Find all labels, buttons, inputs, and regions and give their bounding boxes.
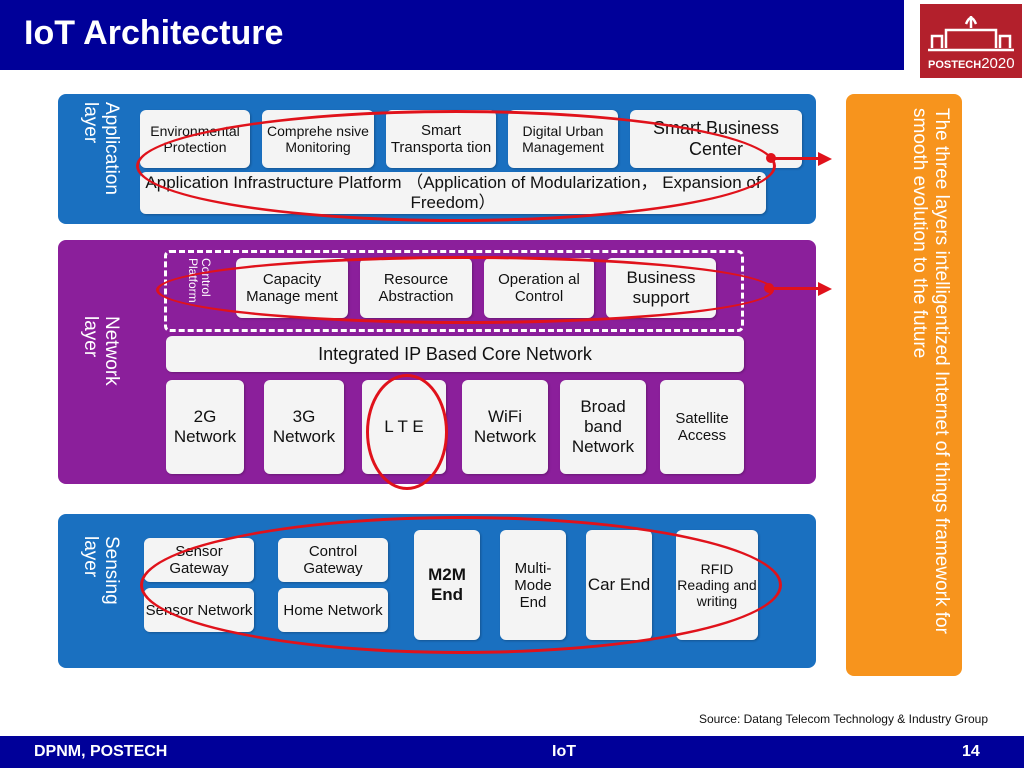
network-arrow-line xyxy=(770,287,818,290)
access-3g: 3G Network xyxy=(264,380,344,474)
access-broadband: Broad band Network xyxy=(560,380,646,474)
app-arrow-head xyxy=(818,152,832,166)
app-arrow-line xyxy=(772,157,818,160)
framework-note: The three layers intelligentized Interne… xyxy=(909,108,952,634)
logo-text: POSTECH xyxy=(928,59,982,71)
page-number: 14 xyxy=(962,743,980,760)
network-arrow-head xyxy=(818,282,832,296)
application-layer-label: Application layer xyxy=(80,102,122,195)
logo-year: 2020 xyxy=(981,55,1015,72)
footer-bar: DPNM, POSTECH IoT 14 xyxy=(0,736,1024,768)
network-layer-label: Network layer xyxy=(80,316,122,386)
postech-logo: POSTECH2020 xyxy=(920,4,1022,78)
building-emblem-icon xyxy=(928,16,1014,52)
access-satellite: Satellite Access xyxy=(660,380,744,474)
access-2g: 2G Network xyxy=(166,380,244,474)
sensing-highlight-oval xyxy=(140,516,782,654)
source-note: Source: Datang Telecom Technology & Indu… xyxy=(698,712,988,726)
footer-center: IoT xyxy=(552,743,576,760)
footer-left: DPNM, POSTECH xyxy=(34,743,168,760)
lte-highlight-oval xyxy=(366,374,448,490)
core-network: Integrated IP Based Core Network xyxy=(166,336,744,372)
sensing-layer-label: Sensing layer xyxy=(80,536,122,605)
control-highlight-oval xyxy=(156,256,774,324)
framework-column: The three layers intelligentized Interne… xyxy=(846,94,962,676)
access-wifi: WiFi Network xyxy=(462,380,548,474)
title-bar: IoT Architecture xyxy=(0,0,904,70)
app-arrow-dot xyxy=(766,153,776,163)
slide-title: IoT Architecture xyxy=(24,14,284,52)
network-arrow-dot xyxy=(764,283,774,293)
app-highlight-oval xyxy=(136,110,776,222)
